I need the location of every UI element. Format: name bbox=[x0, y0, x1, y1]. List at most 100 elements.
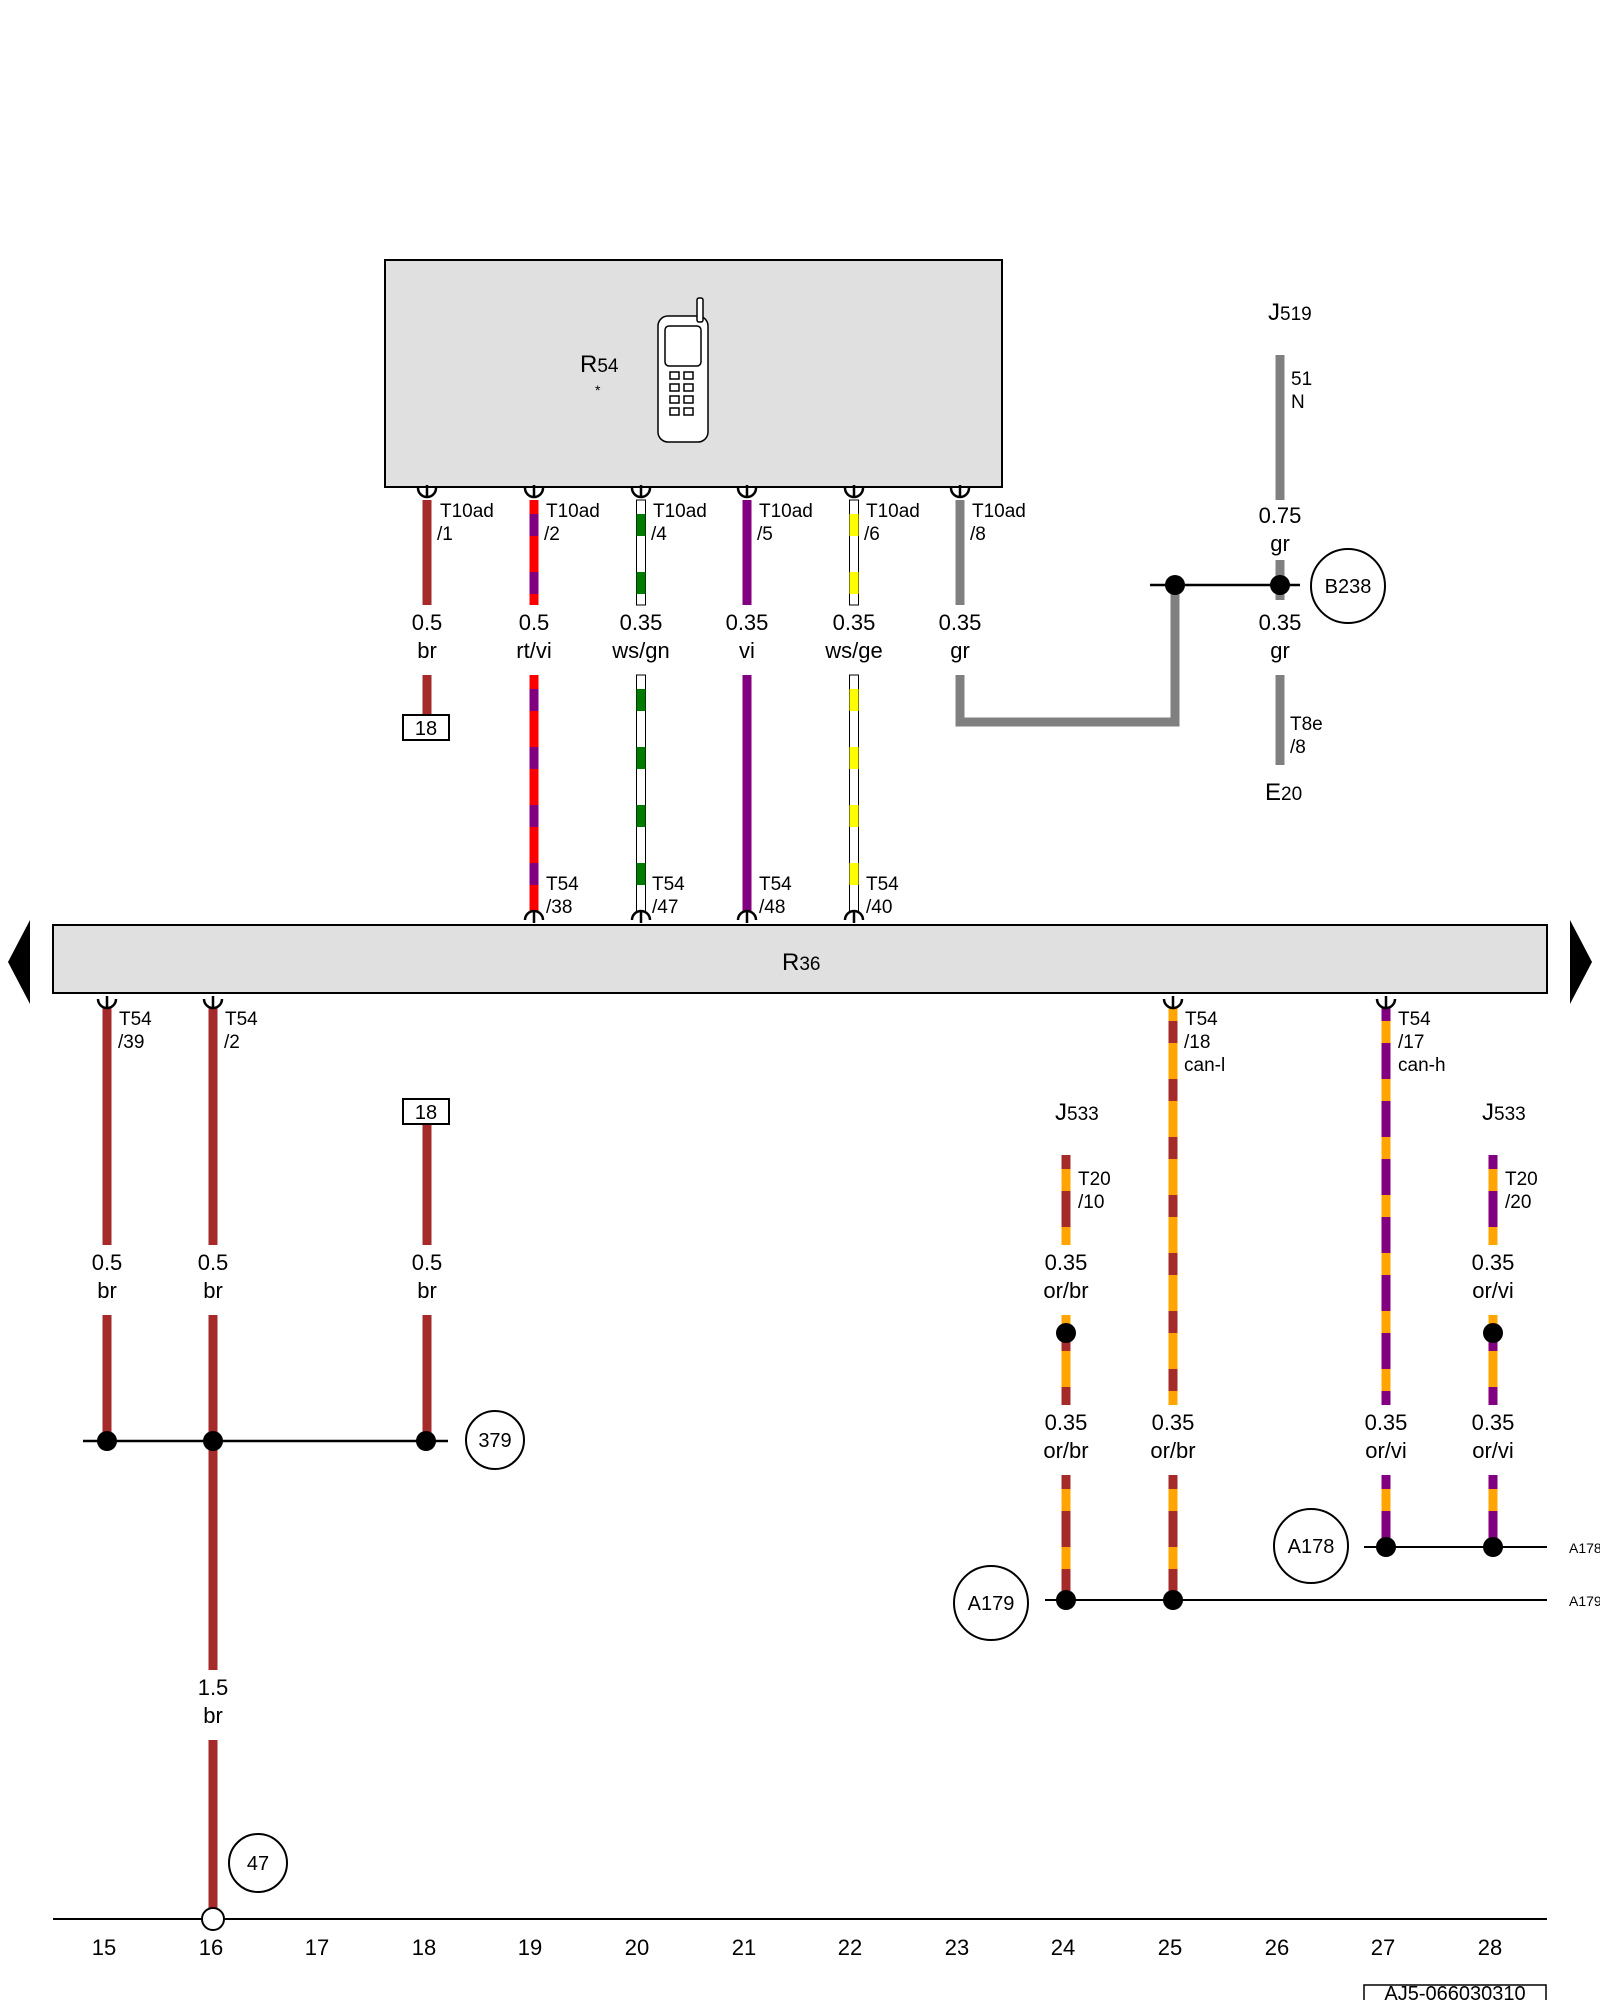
wire-color: vi bbox=[739, 638, 755, 663]
pin-t54-17-num: /17 bbox=[1398, 1032, 1424, 1053]
ref-circle-b238[interactable] bbox=[1310, 548, 1386, 624]
terminal-hook-r54-4 bbox=[843, 485, 865, 499]
wire-c23-a bbox=[955, 500, 965, 605]
wire-c19-b-stripe bbox=[529, 805, 539, 827]
ref-circle-a179[interactable] bbox=[953, 1565, 1029, 1641]
wire-color: or/br bbox=[1043, 1438, 1088, 1463]
wire-c22-a-stripe bbox=[849, 572, 859, 594]
wire-c24-a-stripe bbox=[1061, 1227, 1071, 1245]
column-number: 27 bbox=[1371, 1935, 1395, 1960]
pin-t54-40: T54 bbox=[866, 874, 899, 895]
wire-c16-a bbox=[208, 1007, 218, 1245]
pin-t54-18-num: /18 bbox=[1184, 1032, 1210, 1053]
wire-c24-b-stripe bbox=[1061, 1387, 1071, 1405]
terminal-hook-r36-top-3 bbox=[843, 909, 865, 923]
wire-c16-b bbox=[208, 1315, 218, 1670]
column-numbers: 15 16 17 18 19 20 21 22 23 24 25 26 27 2… bbox=[92, 1935, 1502, 1960]
wire-layer bbox=[102, 355, 1498, 1910]
wire-c26-a bbox=[1275, 355, 1285, 500]
page-right-arrow[interactable] bbox=[1570, 920, 1592, 1004]
wire-size: 0.35 bbox=[833, 610, 876, 635]
pin-t54-18-signal: can-l bbox=[1184, 1055, 1225, 1076]
pin-t8e-8: T8e bbox=[1290, 714, 1323, 735]
column-number: 16 bbox=[199, 1935, 223, 1960]
j519-label: J519 bbox=[1268, 299, 1312, 326]
wire-c28-c-stripe bbox=[1488, 1489, 1498, 1511]
wire-c27-a-stripe bbox=[1381, 1079, 1391, 1101]
ref-circle-a178[interactable] bbox=[1273, 1508, 1349, 1584]
column-number: 25 bbox=[1158, 1935, 1182, 1960]
e20-label: E20 bbox=[1265, 779, 1302, 806]
wire-c20-b-stripe bbox=[636, 747, 646, 769]
column-number: 23 bbox=[945, 1935, 969, 1960]
ref-circle-379[interactable] bbox=[465, 1410, 525, 1470]
wire-c19-b-stripe bbox=[529, 689, 539, 711]
ref-a178-label: A178 bbox=[1288, 1536, 1335, 1558]
wire-c28-b bbox=[1488, 1315, 1498, 1405]
wire-c20-b-stripe bbox=[636, 863, 646, 885]
wire-c27-a-stripe bbox=[1381, 1369, 1391, 1391]
column-number: 28 bbox=[1478, 1935, 1502, 1960]
pin-t10ad-1-num: /1 bbox=[437, 524, 453, 545]
wire-color: gr bbox=[1270, 531, 1290, 556]
pin-t54-38: T54 bbox=[546, 874, 579, 895]
pin-t54-2: T54 bbox=[225, 1009, 258, 1030]
column-number: 18 bbox=[412, 1935, 436, 1960]
ref-box-18-top[interactable] bbox=[402, 714, 450, 741]
junction-dots bbox=[97, 575, 1503, 1610]
terminal-hook-r54-5 bbox=[949, 485, 971, 499]
ref-circle-47[interactable] bbox=[228, 1833, 288, 1893]
doc-id-box bbox=[1363, 1984, 1547, 2000]
pin-t54-17: T54 bbox=[1398, 1009, 1431, 1030]
wire-c18-bottom-b bbox=[422, 1315, 432, 1441]
wire-color: or/br bbox=[1150, 1438, 1195, 1463]
pin-t10ad-5: T10ad bbox=[759, 501, 813, 522]
j533-right-label: J533 bbox=[1482, 1099, 1526, 1126]
ref-box-18-bottom[interactable] bbox=[402, 1098, 450, 1125]
wire-c19-b-stripe bbox=[529, 747, 539, 769]
wire-size: 0.5 bbox=[412, 1250, 443, 1275]
wire-c20-a-stripe bbox=[636, 514, 646, 536]
pin-t20-20: T20 bbox=[1505, 1169, 1538, 1190]
pin-t20-10: T20 bbox=[1078, 1169, 1111, 1190]
wire-size: 0.35 bbox=[1472, 1410, 1515, 1435]
wire-color: ws/gn bbox=[611, 638, 669, 663]
terminal-hook-r54-0 bbox=[416, 485, 438, 499]
terminal-hook-r54-2 bbox=[630, 485, 652, 499]
wire-size: 0.5 bbox=[412, 610, 443, 635]
page-left-arrow[interactable] bbox=[8, 920, 30, 1004]
pin-t20-20-num: /20 bbox=[1505, 1192, 1531, 1213]
pin-t54-39-num: /39 bbox=[118, 1032, 144, 1053]
pin-t10ad-2-num: /2 bbox=[544, 524, 560, 545]
wire-c25-a-stripe bbox=[1168, 1195, 1178, 1217]
wire-c24-c-stripe bbox=[1061, 1489, 1071, 1511]
pin-labels: T10ad /1 T10ad /2 T10ad /4 T10ad /5 T10a… bbox=[118, 369, 1538, 1213]
wire-c19-b bbox=[529, 675, 539, 912]
column-number: 21 bbox=[732, 1935, 756, 1960]
pin-t54-48-num: /48 bbox=[759, 897, 785, 918]
pin-t54-48: T54 bbox=[759, 874, 792, 895]
wire-size: 0.35 bbox=[620, 610, 663, 635]
ref-a179-right[interactable]: A179 bbox=[1569, 1593, 1600, 1609]
ref-a179-label: A179 bbox=[968, 1593, 1015, 1615]
r54-label: R54 bbox=[580, 351, 619, 378]
wire-c27-a-stripe bbox=[1381, 1253, 1391, 1275]
j533-left-label: J533 bbox=[1055, 1099, 1099, 1126]
wire-c25-a-stripe bbox=[1168, 1311, 1178, 1333]
ref-b238-label: B238 bbox=[1325, 576, 1372, 598]
wire-c19-b-stripe bbox=[529, 863, 539, 885]
wire-c19-a-stripe bbox=[529, 572, 539, 594]
wire-c24-c-stripe bbox=[1061, 1547, 1071, 1569]
wire-c28-a-stripe bbox=[1488, 1169, 1498, 1191]
wire-color: or/vi bbox=[1365, 1438, 1407, 1463]
column-number: 24 bbox=[1051, 1935, 1075, 1960]
wire-color: ws/ge bbox=[824, 638, 882, 663]
terminal-hook-r36-top-0 bbox=[523, 909, 545, 923]
wire-size: 0.35 bbox=[1259, 610, 1302, 635]
pin-t10ad-6-num: /6 bbox=[864, 524, 880, 545]
terminal-hooks bbox=[96, 485, 1397, 1010]
wire-c25-b bbox=[1168, 1475, 1178, 1600]
ref-a178-right[interactable]: A178 bbox=[1569, 1540, 1600, 1556]
terminal-hook-r36-bottom-3 bbox=[1375, 996, 1397, 1010]
